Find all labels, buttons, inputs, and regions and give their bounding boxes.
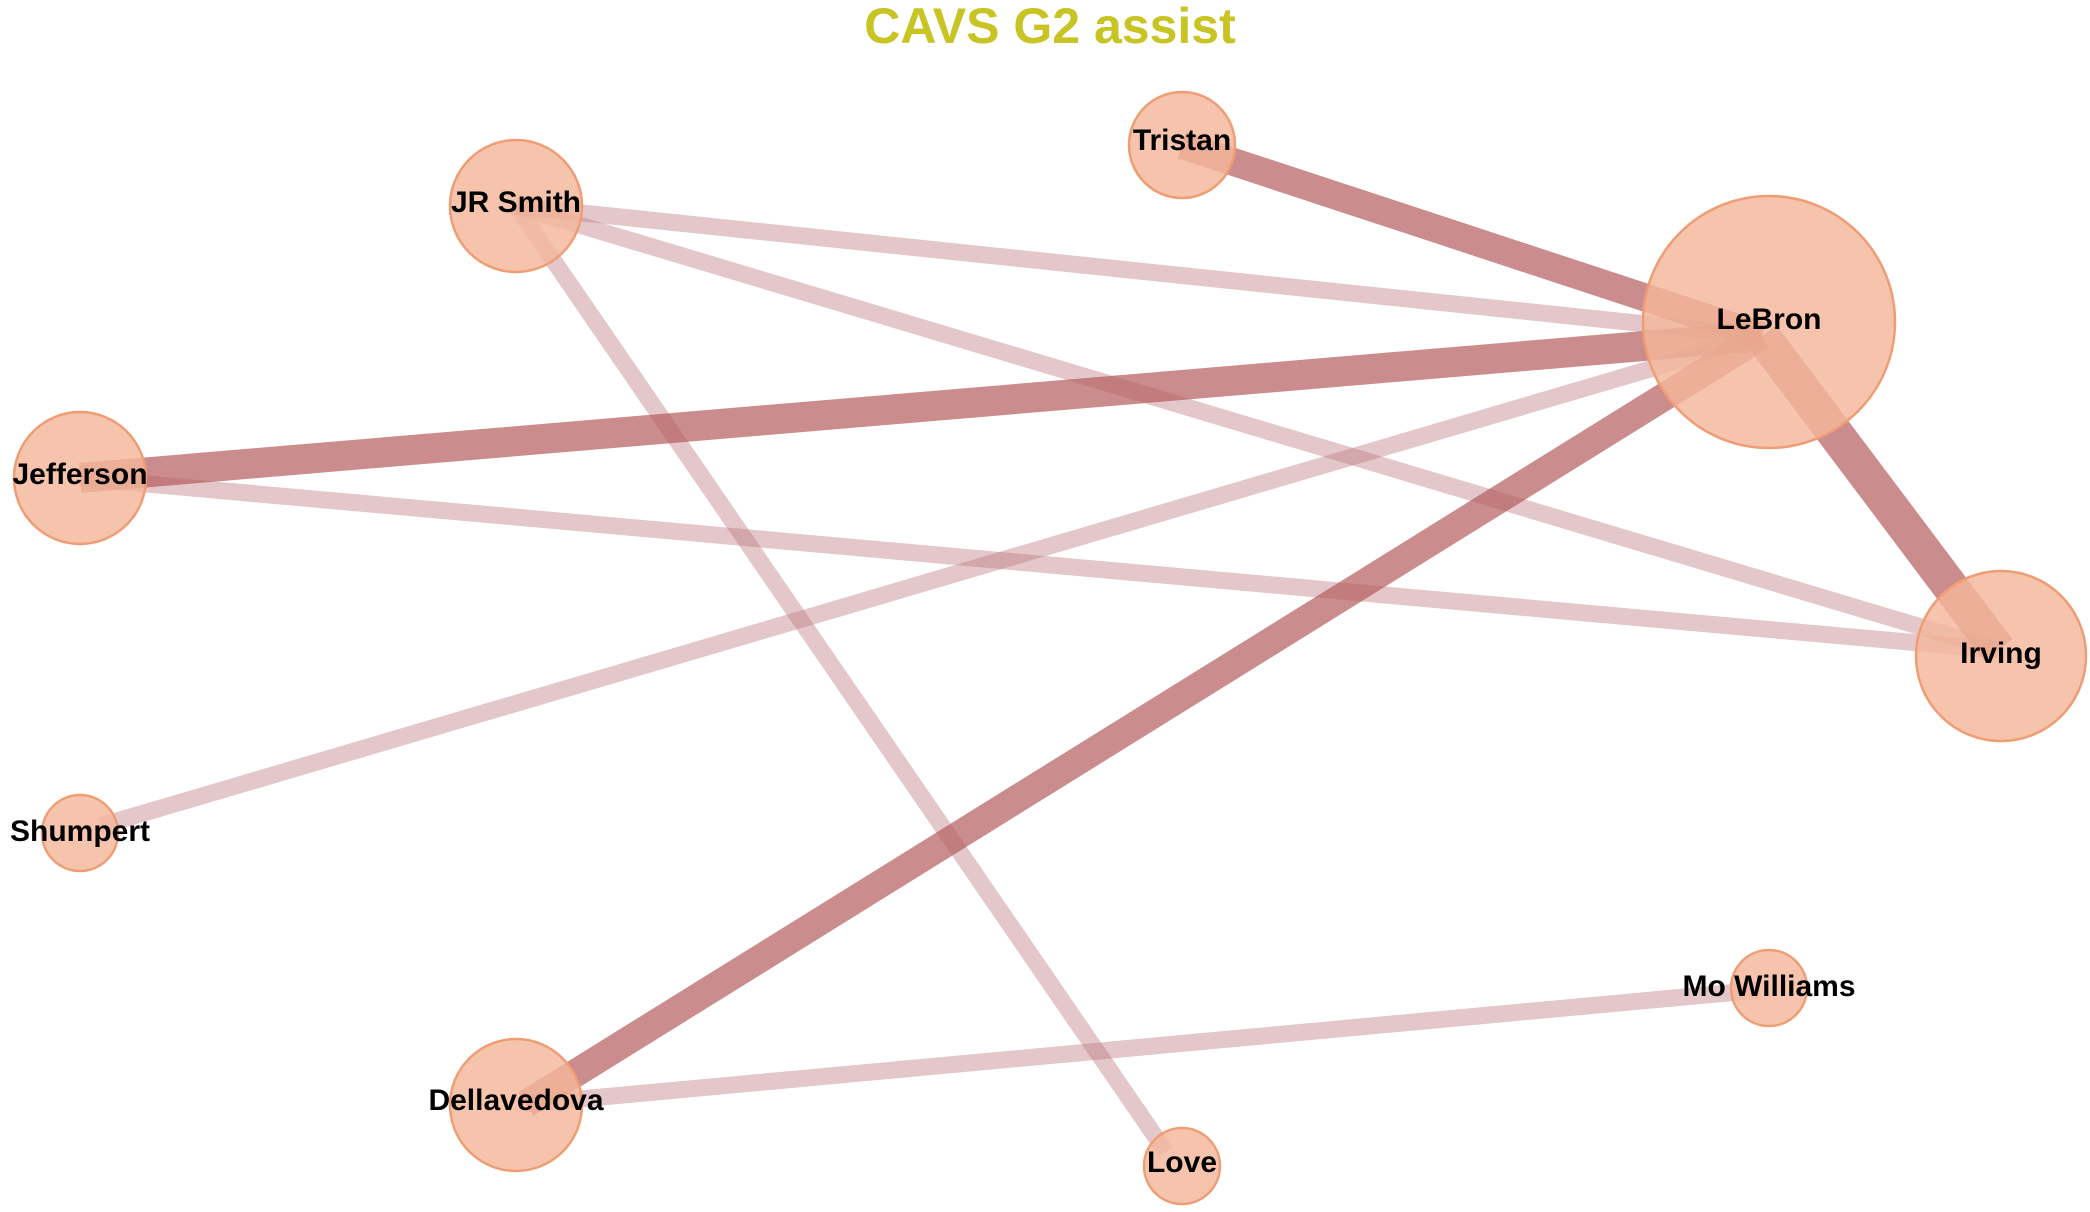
edge-dellavedova-mowilliams: [525, 981, 1761, 1113]
graph-title: CAVS G2 assist: [864, 0, 1236, 54]
edge-jefferson-irving: [79, 469, 1999, 659]
node-label-lebron: LeBron: [1717, 303, 1822, 336]
node-lebron: [1641, 194, 1897, 450]
node-jrsmith: [448, 138, 584, 274]
node-love: [1142, 1126, 1222, 1206]
node-label-jrsmith: JR Smith: [451, 186, 581, 219]
node-label-mowilliams: Mo Williams: [1682, 970, 1855, 1003]
edge-jrsmith-irving: [513, 197, 2001, 659]
nodes-layer: [12, 90, 2088, 1206]
node-shumpert: [40, 793, 120, 873]
labels-layer: Tristan JR SmithLeBronJeffersonIrvingShum…: [10, 124, 2042, 1179]
node-label-shumpert: Shumpert: [10, 815, 150, 848]
node-dellavedova: [448, 1037, 584, 1173]
edge-jrsmith-love: [508, 201, 1174, 1157]
node-label-love: Love: [1147, 1146, 1217, 1179]
node-irving: [1914, 569, 2088, 743]
node-tristan: [1127, 90, 1237, 200]
node-label-dellavedova: Dellavedova: [428, 1084, 603, 1117]
node-label-jefferson: Jefferson: [12, 458, 147, 491]
edge-jefferson-lebron: [78, 321, 1764, 493]
node-jefferson: [12, 410, 148, 546]
edge-dellavedova-lebron: [518, 324, 1770, 1116]
node-mowilliams: [1729, 948, 1809, 1028]
node-label-tristan: Tristan: [1133, 124, 1231, 157]
edge-shumpert-lebron: [97, 327, 1765, 835]
edge-jrsmith-lebron: [515, 197, 1763, 345]
node-label-irving: Irving: [1960, 637, 2042, 670]
